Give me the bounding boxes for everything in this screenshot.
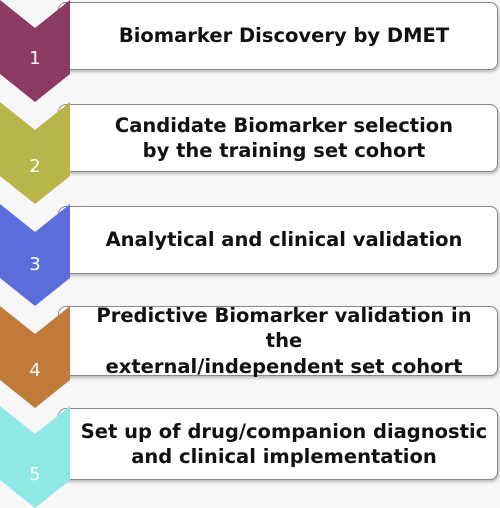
process-step-1: Biomarker Discovery by DMET 1 (0, 0, 500, 102)
chevron-arrow-3 (0, 204, 70, 306)
step-box-3: Analytical and clinical validation (58, 206, 498, 274)
step-box-4: Predictive Biomarker validation in the e… (58, 303, 498, 378)
step-box-2: Candidate Biomarker selection by the tra… (58, 104, 498, 172)
chevron-arrow-2 (0, 102, 70, 204)
chevron-shape-5 (0, 406, 70, 508)
step-label-2: Candidate Biomarker selection by the tra… (114, 113, 454, 162)
step-number-2: 2 (29, 156, 41, 177)
process-step-3: Analytical and clinical validation 3 (0, 204, 500, 306)
step-label-1: Biomarker Discovery by DMET (118, 24, 450, 48)
step-label-4: Predictive Biomarker validation in the e… (96, 303, 472, 378)
step-box-5: Set up of drug/companion diagnostic and … (58, 408, 498, 480)
chevron-shape-3 (0, 204, 70, 306)
chevron-arrow-5 (0, 406, 70, 508)
step-number-3: 3 (29, 254, 41, 275)
process-step-5: Set up of drug/companion diagnostic and … (0, 406, 500, 508)
step-label-5: Set up of drug/companion diagnostic and … (80, 419, 488, 468)
step-label-3: Analytical and clinical validation (105, 228, 463, 252)
step-number-5: 5 (29, 464, 41, 485)
process-step-2: Candidate Biomarker selection by the tra… (0, 102, 500, 204)
chevron-shape-1 (0, 0, 70, 102)
chevron-shape-4 (0, 306, 70, 408)
chevron-arrow-4 (0, 306, 70, 408)
step-number-4: 4 (29, 360, 41, 381)
chevron-arrow-1 (0, 0, 70, 102)
step-number-1: 1 (29, 48, 41, 69)
step-box-1: Biomarker Discovery by DMET (58, 2, 498, 70)
chevron-shape-2 (0, 102, 70, 204)
process-step-4: Predictive Biomarker validation in the e… (0, 303, 500, 408)
